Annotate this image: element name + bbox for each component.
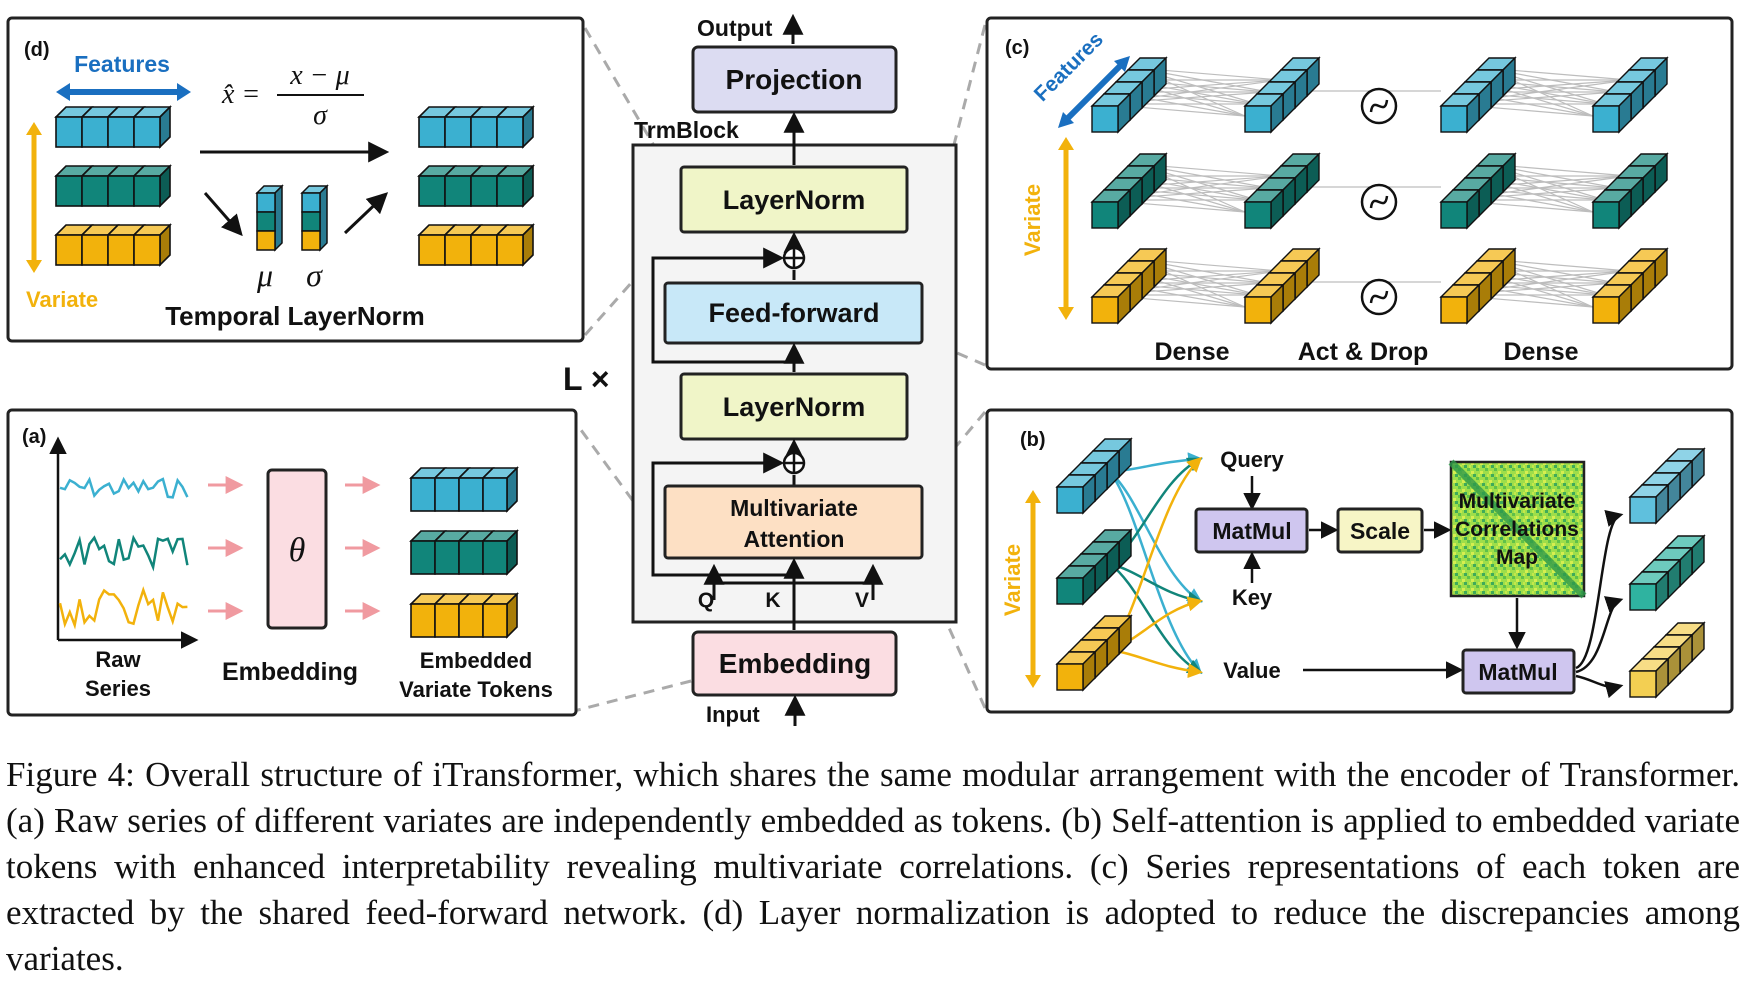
panel-b-input-cyan	[1055, 437, 1133, 515]
center-architecture: TrmBlock L × Output Projection LayerNorm…	[563, 13, 958, 727]
panel-d-token-yellow	[54, 223, 172, 267]
attention-label-line1: Multivariate	[730, 495, 858, 521]
scale-box	[1336, 507, 1424, 554]
panel-d-token-cyan	[54, 105, 172, 149]
panel-c-feed-forward: (c) Features Variate Dense Act & Drop De…	[985, 16, 1734, 371]
itransformer-diagram: TrmBlock L × Output Projection LayerNorm…	[6, 13, 1734, 727]
theta-label: θ	[289, 532, 306, 569]
panel-c-token-r3-c2	[1243, 247, 1321, 325]
panel-d-features-label: Features	[74, 51, 170, 77]
raw-series-3	[58, 586, 188, 630]
panel-a-token-yellow	[409, 592, 519, 639]
panel-b-variate-label: Variate	[1000, 544, 1025, 616]
attention-label-line2: Attention	[744, 526, 845, 552]
panel-c-variate-label: Variate	[1020, 184, 1045, 256]
key-label: Key	[1232, 585, 1273, 610]
q-label: Q	[698, 589, 714, 612]
trmblock-label: TrmBlock	[634, 117, 739, 143]
panel-c-tag: (c)	[1005, 37, 1029, 59]
panel-a-token-teal	[409, 529, 519, 576]
formula-denominator: σ	[313, 100, 328, 131]
panel-c-token-r3-c4	[1591, 247, 1669, 325]
repeat-label: L ×	[563, 361, 610, 397]
panel-c-token-r3-c3	[1439, 247, 1517, 325]
mu-label: μ	[256, 257, 273, 293]
panel-b-input-teal	[1055, 528, 1133, 606]
layernorm-bottom-label: LayerNorm	[723, 392, 866, 422]
panel-d-normalized-yellow	[417, 223, 535, 267]
panel-c-token-r1-c2	[1243, 56, 1321, 134]
embedded-tokens-label-line2: Variate Tokens	[399, 677, 553, 702]
query-label: Query	[1220, 447, 1284, 472]
panel-c-frame	[985, 16, 1734, 371]
panel-d-normalized-tokens	[417, 105, 535, 267]
panel-a-embedding: (a) Raw Series θ Embedding Embedded Vari…	[6, 408, 578, 717]
v-label: V	[855, 589, 869, 612]
embedding-theta-box	[266, 468, 328, 630]
matmul-top-label: MatMul	[1212, 518, 1291, 544]
panel-d-normalized-cyan	[417, 105, 535, 149]
formula-numerator: x − μ	[289, 60, 349, 91]
panel-c-token-r2-c4	[1591, 152, 1669, 230]
map-label-line1: Multivariate	[1459, 490, 1576, 513]
value-label: Value	[1223, 658, 1280, 683]
embedding-label: Embedding	[719, 648, 871, 679]
panel-c-features-arrow	[1061, 59, 1127, 125]
panel-d-variate-label: Variate	[26, 287, 98, 312]
panel-b-self-attention: (b) Variate Query MatMul Key Value Scale…	[985, 408, 1734, 714]
panel-c-token-r1-c1	[1090, 56, 1168, 134]
raw-series-1	[59, 476, 189, 499]
panel-b-output-teal	[1628, 534, 1706, 612]
panel-a-variate-tokens	[409, 466, 519, 639]
panel-a-token-cyan	[409, 466, 519, 513]
dense-left-label: Dense	[1154, 338, 1229, 366]
panel-b-input-tokens	[1055, 437, 1133, 692]
panel-c-token-r2-c2	[1243, 152, 1321, 230]
panel-b-tag: (b)	[1020, 429, 1046, 451]
scale-label: Scale	[1350, 518, 1410, 544]
panel-b-input-yellow	[1055, 614, 1133, 692]
matmul-bottom-label: MatMul	[1478, 659, 1557, 685]
projection-label: Projection	[726, 64, 863, 95]
k-label: K	[765, 589, 780, 612]
panel-c-tokens	[1090, 56, 1669, 325]
dense-right-label: Dense	[1503, 338, 1578, 366]
raw-series-2	[59, 534, 189, 572]
panel-d-token-teal	[54, 164, 172, 208]
raw-series-label-line1: Raw	[95, 647, 141, 672]
panel-c-token-r1-c4	[1591, 56, 1669, 134]
panel-c-token-r3-c1	[1090, 247, 1168, 325]
panel-a-tag: (a)	[22, 426, 46, 448]
mu-stack	[255, 184, 284, 252]
embedded-tokens-label-line1: Embedded	[420, 648, 532, 673]
panel-d-normalized-teal	[417, 164, 535, 208]
panel-d-temporal-layernorm: (d) Features Variate x̂ = x − μ σ μ σ Te…	[6, 16, 585, 343]
panel-d-tag: (d)	[24, 39, 50, 61]
formula-lhs: x̂ =	[221, 79, 260, 110]
sigma-label: σ	[306, 257, 323, 293]
panel-b-output-yellow	[1628, 621, 1706, 699]
input-label: Input	[706, 702, 760, 727]
map-label-line3: Map	[1496, 546, 1538, 569]
map-label-line2: Correlations	[1455, 518, 1579, 541]
act-drop-label: Act & Drop	[1298, 338, 1429, 366]
feedforward-label: Feed-forward	[708, 298, 879, 328]
panel-d-title: Temporal LayerNorm	[165, 301, 425, 331]
panel-c-token-r2-c3	[1439, 152, 1517, 230]
raw-series-label-line2: Series	[85, 676, 151, 701]
panel-b-output-cyan	[1628, 447, 1706, 525]
panel-d-input-tokens	[54, 105, 172, 267]
panel-c-activations	[1360, 87, 1398, 316]
output-label: Output	[697, 15, 773, 41]
layernorm-top-label: LayerNorm	[723, 185, 866, 215]
figure-caption: Figure 4: Overall structure of iTransfor…	[6, 755, 1740, 978]
panel-a-embedding-label: Embedding	[222, 658, 358, 686]
panel-b-output-tokens	[1628, 447, 1706, 699]
sigma-stack	[300, 184, 329, 252]
panel-c-token-r2-c1	[1090, 152, 1168, 230]
panel-d-statistics	[255, 184, 329, 252]
matmul-bottom-box	[1461, 648, 1576, 695]
panel-c-token-r1-c3	[1439, 56, 1517, 134]
